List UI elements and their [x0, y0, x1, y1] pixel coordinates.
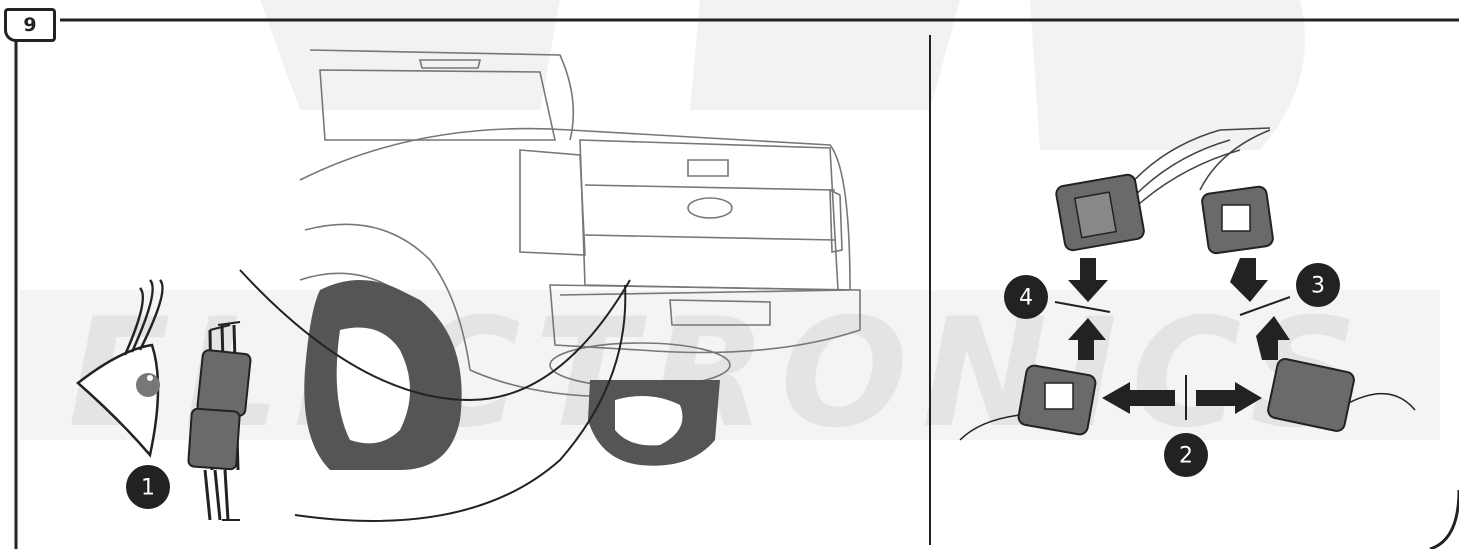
- connector-bottom-right: [1267, 358, 1416, 432]
- arrows: [1068, 258, 1290, 414]
- wiring-lines: [239, 269, 631, 522]
- step-number: 9: [23, 14, 37, 36]
- callout-1-label: 1: [141, 476, 155, 501]
- arrow-down-left: [1068, 258, 1108, 302]
- callout-3-label: 3: [1311, 274, 1325, 299]
- connector-female: [1199, 129, 1274, 255]
- callout-1: 1: [126, 465, 170, 509]
- arrow-up-left: [1068, 318, 1106, 360]
- frame-corner: [1429, 489, 1459, 549]
- callout-3: 3: [1296, 263, 1340, 307]
- callout-2-label: 2: [1179, 444, 1193, 469]
- watermark-text: ELECTRONICS: [68, 287, 1372, 461]
- connector-male: [1055, 127, 1271, 252]
- separator-ticks: [1054, 296, 1291, 420]
- tires: [304, 280, 720, 470]
- step-number-badge: 9: [4, 8, 56, 42]
- connector-closeup: [187, 321, 252, 521]
- connector-bottom-left: [959, 364, 1097, 441]
- tire-left-inner: [336, 327, 410, 444]
- callout-4-label: 4: [1019, 286, 1033, 311]
- eye-icon: [76, 279, 164, 458]
- callout-2: 2: [1164, 433, 1208, 477]
- arrow-right: [1196, 382, 1262, 414]
- frame: [14, 18, 1459, 549]
- arrow-up-right: [1256, 316, 1290, 360]
- callout-4: 4: [1004, 275, 1048, 319]
- arrow-down-right: [1230, 258, 1268, 302]
- arrow-left: [1102, 382, 1175, 414]
